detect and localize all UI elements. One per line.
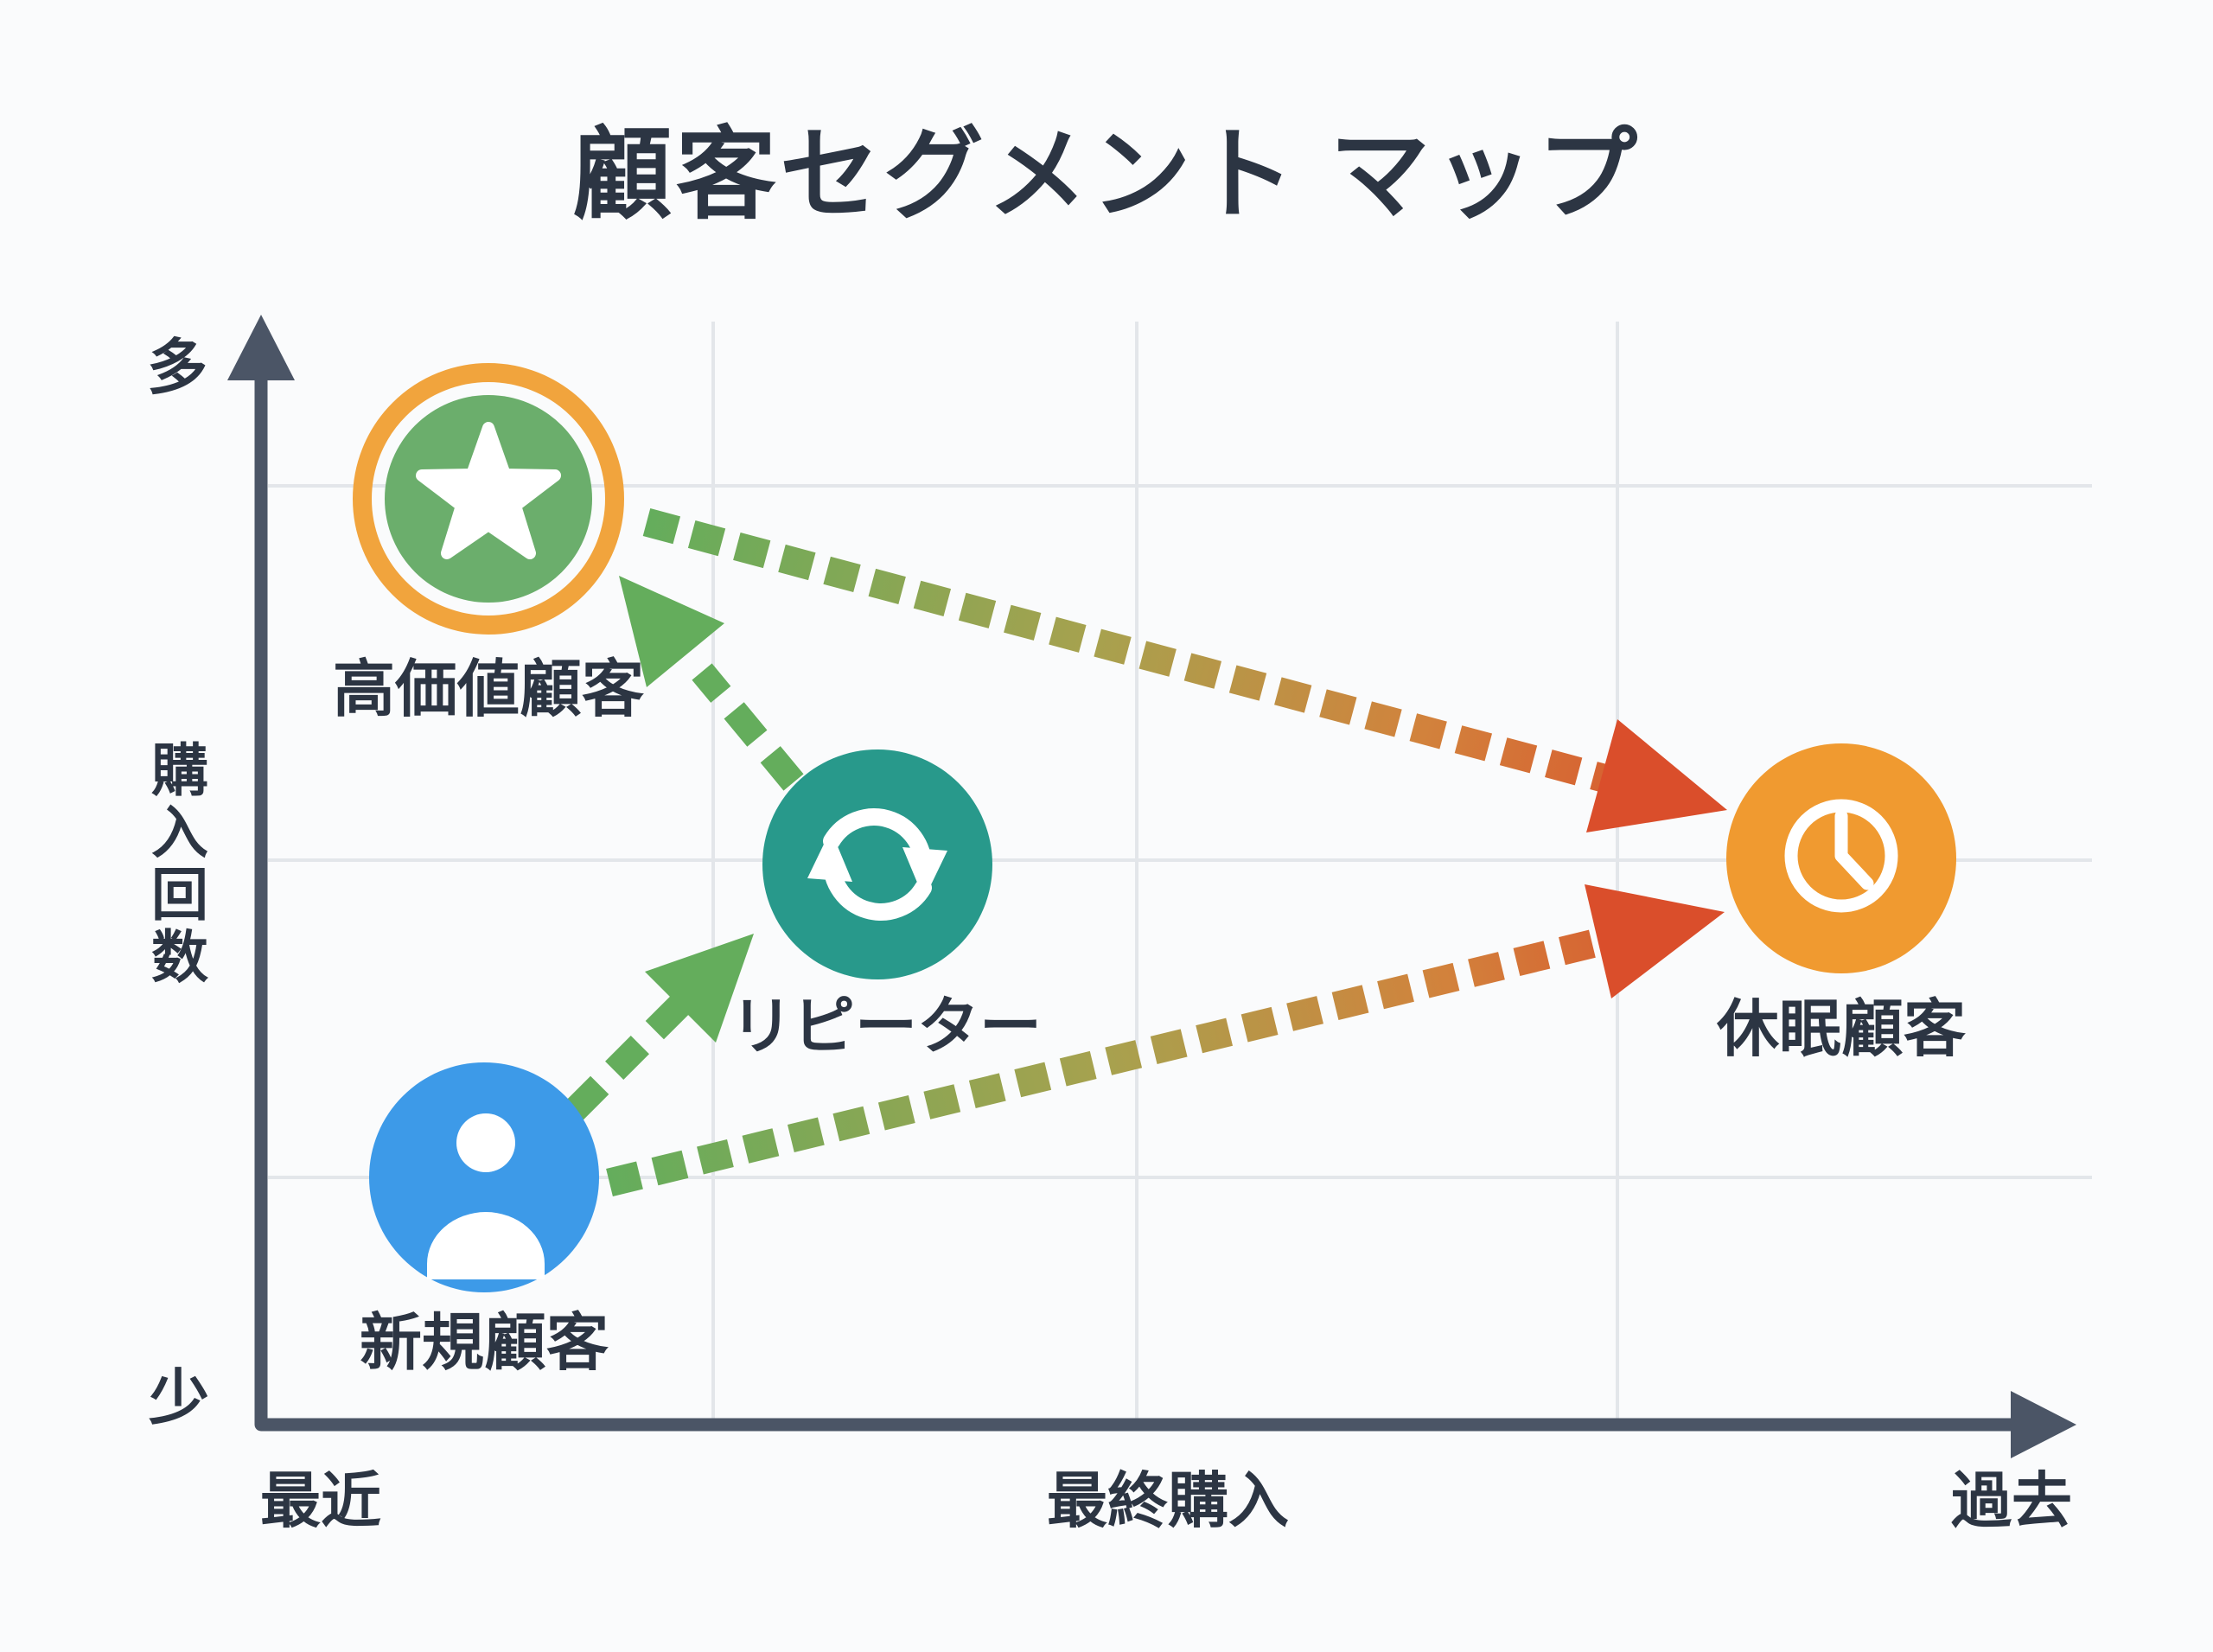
refresh-icon [807,808,947,921]
arrow-newcustomer-to-repeater-head-icon [645,934,754,1043]
node-new-customer: 新規顧客 [360,1062,609,1378]
repeater-circle [762,749,992,979]
x-axis-arrowhead-icon [2011,1391,2076,1458]
arrow-newcustomer-to-dormant [606,884,1725,1197]
arrow-highvalue-to-dormant-head-icon [1586,719,1727,832]
y-axis-min-label: 少 [149,1364,209,1432]
x-axis-max-label: 過去 [1951,1467,2072,1534]
clock-icon [1784,799,1898,913]
node-repeater-label: リピーター [730,992,1042,1062]
node-high-value-label: 高価値顧客 [333,655,644,724]
new-customer-circle [369,1062,599,1292]
y-axis-title: 購入回数 [143,740,208,989]
x-axis-title: 最終購入 [1047,1467,1289,1534]
node-repeater: リピーター [730,749,1042,1062]
arrow-newcustomer-to-dormant-line [606,926,1609,1197]
arrow-newcustomer-to-repeater [564,934,754,1120]
axes [227,315,2076,1458]
arrow-highvalue-to-dormant [642,508,1727,832]
page-title: 顧客セグメント マップ [572,118,1641,231]
y-axis-arrowhead-icon [227,315,295,380]
arrow-newcustomer-to-repeater-line [564,986,698,1120]
arrow-repeater-to-highvalue [619,576,804,791]
arrow-highvalue-to-dormant-line [642,508,1614,794]
high-value-ring [353,363,624,635]
arrow-repeater-to-highvalue-head-icon [619,576,724,687]
arrow-newcustomer-to-dormant-head-icon [1585,884,1725,998]
x-axis-min-label: 最近 [260,1467,381,1534]
node-dormant-label: 休眠顧客 [1716,995,1966,1064]
star-icon [416,422,561,559]
y-axis-max-label: 多 [147,334,207,401]
person-icon [427,1113,545,1279]
node-new-customer-label: 新規顧客 [360,1309,609,1378]
axis-lines [254,356,2030,1432]
node-dormant: 休眠顧客 [1716,743,1966,1064]
arrow-repeater-to-highvalue-line [692,663,804,791]
node-high-value: 高価値顧客 [333,363,644,724]
